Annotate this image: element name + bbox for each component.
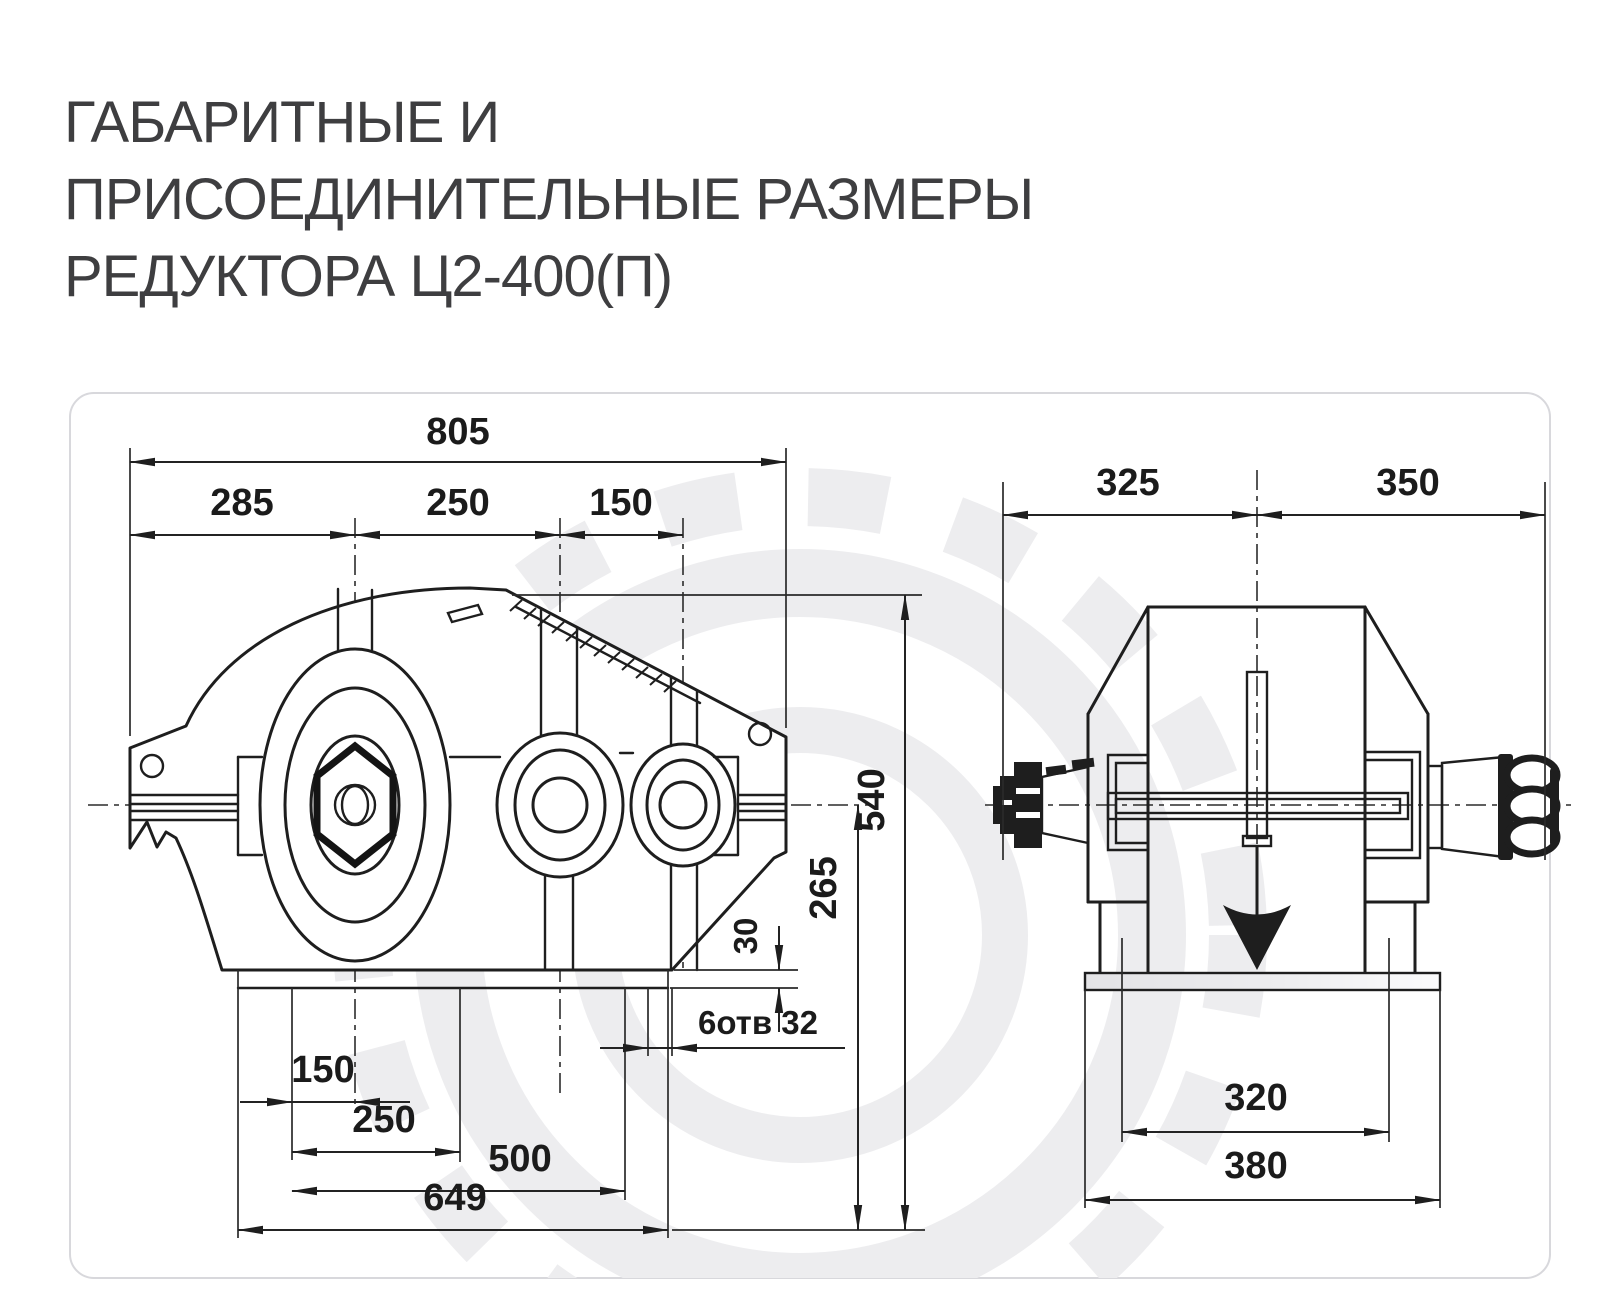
intermediate-shaft-boss <box>495 731 625 879</box>
dim-axis-height: 265 <box>803 804 863 1231</box>
load-direction-arrow <box>1223 845 1291 970</box>
dim-shaft1-to-shaft2: 250 <box>354 482 561 540</box>
left-lug-hole <box>139 753 165 779</box>
end-view: 325 350 320 380 <box>985 462 1575 1208</box>
dim-350-label: 350 <box>1376 462 1439 504</box>
input-shaft-boss <box>258 647 452 963</box>
dim-805-label: 805 <box>426 411 489 453</box>
page-title: ГАБАРИТНЫЕ И ПРИСОЕДИНИТЕЛЬНЫЕ РАЗМЕРЫ Р… <box>64 84 1034 315</box>
dim-base-offset: 30 <box>670 918 798 1032</box>
dim-base-250: 250 <box>291 1099 461 1157</box>
dim-265-label: 265 <box>803 856 845 919</box>
output-shaft-boss <box>629 742 737 868</box>
dim-250-top-label: 250 <box>426 482 489 524</box>
dim-base-150: 150 <box>240 1049 410 1107</box>
dim-axis-to-left: 325 <box>1002 462 1258 860</box>
dim-base-length: 649 <box>237 1177 669 1235</box>
title-line-2: ПРИСОЕДИНИТЕЛЬНЫЕ РАЗМЕРЫ <box>64 167 1034 232</box>
side-view: 805 285 250 150 540 <box>88 411 925 1238</box>
dim-150-top-label: 150 <box>589 482 652 524</box>
title-line-1: ГАБАРИТНЫЕ И <box>64 90 500 155</box>
dim-325-label: 325 <box>1096 462 1159 504</box>
dim-30-label: 30 <box>727 918 764 955</box>
input-shaft-end <box>993 757 1095 848</box>
dim-bolt-span: 320 <box>1121 1077 1390 1137</box>
title-line-3: РЕДУКТОРА Ц2-400(П) <box>64 244 673 309</box>
dim-649-label: 649 <box>423 1177 486 1219</box>
inspection-cover-hatch <box>446 599 702 705</box>
dim-shaft2-to-shaft3: 150 <box>559 482 684 540</box>
dim-380-label: 380 <box>1224 1145 1287 1187</box>
dim-base-500: 500 <box>291 1138 626 1196</box>
dim-base-width: 380 <box>1084 1145 1441 1205</box>
side-view-base <box>236 970 673 1238</box>
cross-shaft <box>1106 791 1410 821</box>
dim-6otv32-label: 6отв 32 <box>698 1004 818 1041</box>
right-lug-hole <box>747 721 773 747</box>
end-view-body <box>1086 605 1430 975</box>
hex-nut <box>313 741 397 869</box>
dim-320-label: 320 <box>1224 1077 1287 1119</box>
end-view-base <box>1083 938 1442 1208</box>
dim-axis-to-right: 350 <box>1256 462 1546 860</box>
dim-150-bottom-label: 150 <box>291 1049 354 1091</box>
dim-285-label: 285 <box>210 482 273 524</box>
dim-left-to-shaft1: 285 <box>129 482 356 540</box>
dim-overall-length: 805 <box>129 411 787 736</box>
housing-split-flange <box>128 751 788 857</box>
dim-250-bottom-label: 250 <box>352 1099 415 1141</box>
dim-holes-callout: 6отв 32 <box>600 1004 845 1053</box>
dim-500-label: 500 <box>488 1138 551 1180</box>
dim-overall-height: 540 <box>512 594 925 1231</box>
